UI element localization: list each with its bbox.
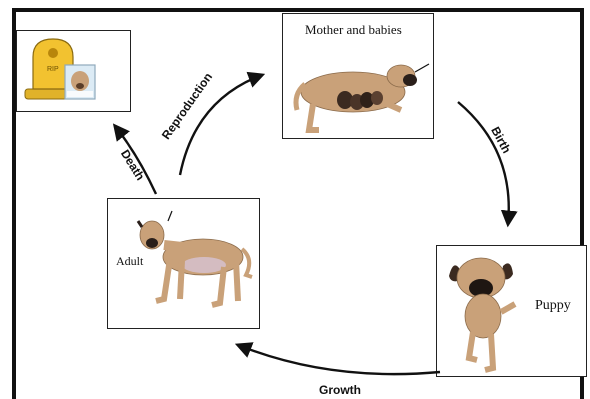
mother-panel: Mother and babies [282,13,434,139]
gravestone-text: RIP [47,66,59,73]
puppy-panel: Puppy [436,245,587,377]
gravestone-icon: RIP [24,38,96,100]
growth-label: Growth [319,383,361,397]
adult-panel: Adult [107,198,260,329]
growth-arrow [234,342,441,376]
adult-dog-illustration [136,210,253,308]
death-arrow [112,123,158,195]
death-panel: RIP [16,30,131,112]
adult-caption: Adult [116,254,144,268]
birth-arrow [457,101,518,228]
mother-dog-illustration [293,63,430,133]
mother-caption: Mother and babies [305,22,402,37]
puppy-caption: Puppy [535,298,571,313]
puppy-illustration [449,257,517,373]
reproduction-arrow [178,71,266,176]
